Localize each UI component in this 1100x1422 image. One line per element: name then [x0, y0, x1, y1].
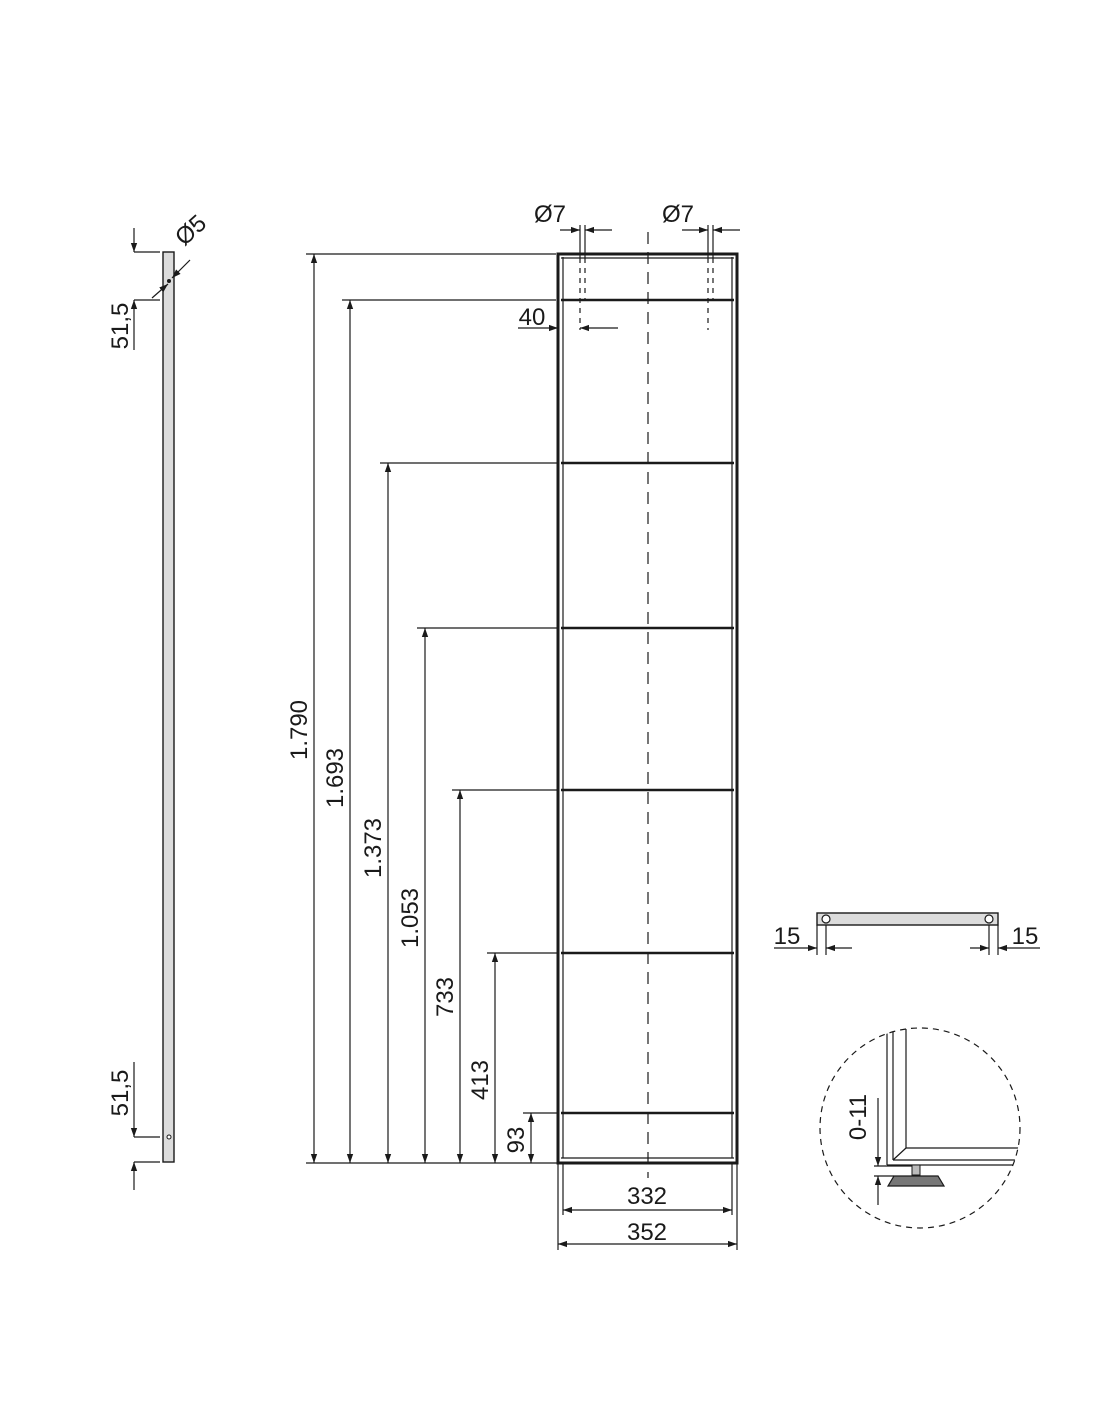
shelf-hole-right [984, 914, 994, 924]
front-view [556, 225, 739, 1178]
detail-circle [819, 1027, 1021, 1229]
hole-left-dimension: Ø7 [534, 201, 612, 234]
height-1373-label: 1.373 [360, 818, 387, 878]
inner-width-label: 332 [627, 1183, 667, 1210]
height-413-label: 413 [467, 1060, 494, 1100]
hole-right-label: Ø7 [662, 201, 694, 228]
side-top-label: 51,5 [107, 303, 134, 350]
height-1053-label: 1.053 [397, 888, 424, 948]
hole-right-dimension: Ø7 [662, 201, 740, 234]
hole-marker [167, 279, 171, 283]
shelf-right-label: 15 [1012, 923, 1039, 950]
hole-offset-dimension: 40 [518, 304, 618, 332]
side-dia-label: Ø5 [170, 210, 212, 251]
height-733-label: 733 [432, 977, 459, 1017]
height-93-label: 93 [503, 1127, 530, 1154]
foot-adjust-label: 0-11 [845, 1094, 872, 1140]
foot-pad [886, 1175, 946, 1187]
foot-detail: 0-11 [819, 1027, 1021, 1229]
hole-offset-label: 40 [519, 304, 546, 331]
width-dimensions: 332 352 [557, 1163, 738, 1250]
shelf-left-label: 15 [774, 923, 801, 950]
hole-marker-bottom [166, 1134, 172, 1140]
side-panel [162, 251, 175, 1163]
frame-outer [556, 252, 739, 1165]
shelf-hole-left [821, 914, 831, 924]
outer-width-label: 352 [627, 1219, 667, 1246]
hole-left-label: Ø7 [534, 201, 566, 228]
height-total-label: 1.790 [286, 700, 313, 760]
foot-stem [911, 1164, 921, 1176]
shelf-detail: 15 15 [774, 912, 1040, 955]
side-view: 51,5 Ø5 51,5 [107, 210, 212, 1190]
side-bottom-label: 51,5 [107, 1070, 134, 1117]
height-dimensions: 1.790 1.693 1.373 1.053 733 413 93 [286, 253, 558, 1164]
shelf-bar [816, 912, 999, 926]
height-1693-label: 1.693 [322, 748, 349, 808]
